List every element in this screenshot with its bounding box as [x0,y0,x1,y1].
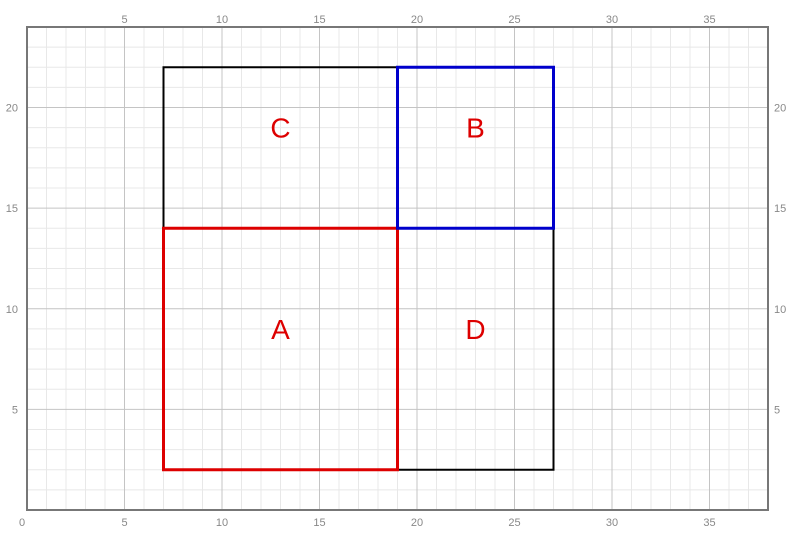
y-tick-left-5: 5 [12,404,18,416]
x-tick-top-15: 15 [313,14,325,26]
plot-border [26,26,769,511]
region-labels: C B A D [270,113,485,345]
shape-rect-b [396,65,555,230]
origin-label: 0 [19,517,25,529]
region-label-A: A [271,314,290,345]
x-tick-bottom-20: 20 [411,517,423,529]
x-tick-bottom-30: 30 [606,517,618,529]
y-tick-left-15: 15 [6,203,18,215]
diagram-shapes [162,65,555,472]
region-label-D: D [465,314,485,345]
x-tick-top-10: 10 [216,14,228,26]
region-label-B: B [466,113,485,144]
y-tick-right-15: 15 [774,203,786,215]
x-tick-bottom-35: 35 [703,517,715,529]
y-tick-left-10: 10 [6,304,18,316]
y-tick-left-20: 20 [6,103,18,115]
shape-rect-a [162,226,399,472]
x-tick-top-20: 20 [411,14,423,26]
x-tick-bottom-15: 15 [313,517,325,529]
x-tick-bottom-10: 10 [216,517,228,529]
x-tick-bottom-25: 25 [508,517,520,529]
x-tick-top-30: 30 [606,14,618,26]
y-tick-right-20: 20 [774,103,786,115]
region-label-C: C [270,113,290,144]
tick-labels: 5 5 10 10 15 15 20 20 25 25 30 30 35 35 0 5 5 10 10 15 15 20 2… [6,14,787,529]
x-tick-top-25: 25 [508,14,520,26]
x-tick-top-5: 5 [121,14,127,26]
x-tick-bottom-5: 5 [121,517,127,529]
y-tick-right-5: 5 [774,404,780,416]
y-tick-right-10: 10 [774,304,786,316]
x-tick-top-35: 35 [703,14,715,26]
